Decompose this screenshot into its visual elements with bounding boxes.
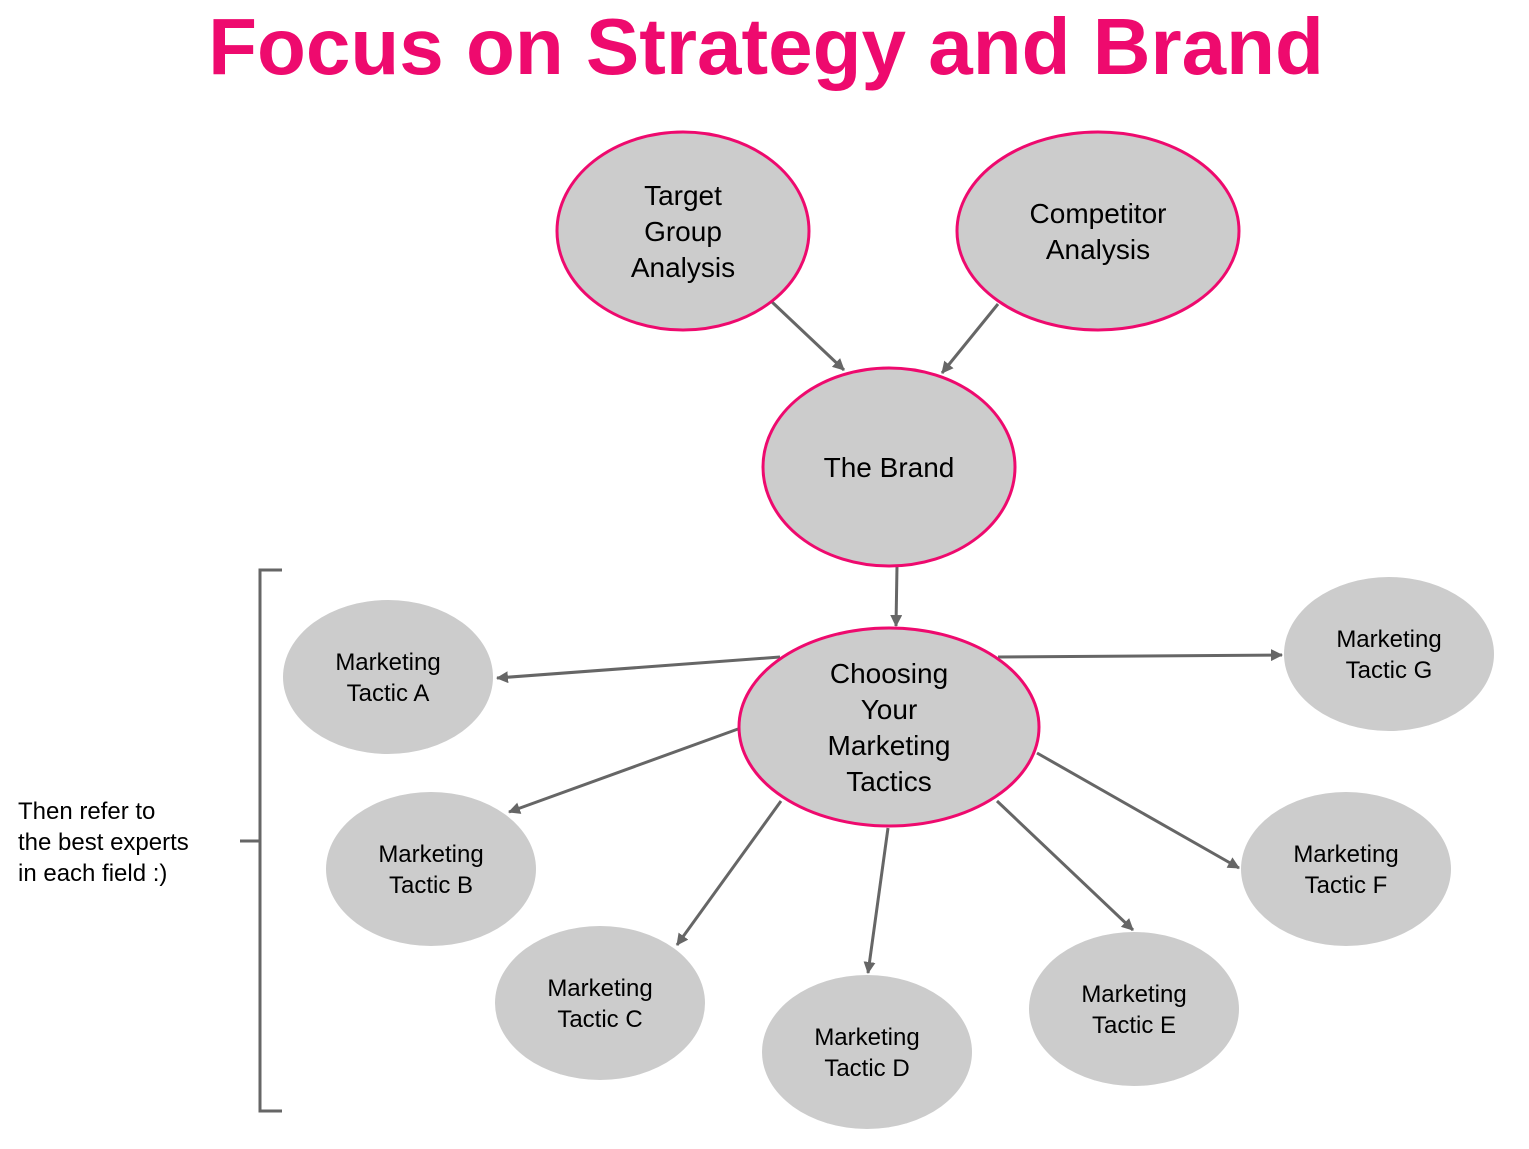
node-label-line: Marketing <box>814 1024 919 1051</box>
arrow-target-group-to-brand <box>770 300 846 372</box>
node-label-line: Tactic C <box>557 1006 642 1033</box>
node-shape <box>761 366 1017 568</box>
node-shape <box>555 130 811 332</box>
node-label-line: Tactic B <box>389 872 473 899</box>
node-label-line: Marketing <box>828 730 951 761</box>
arrow-choosing-to-tactic-d <box>863 827 890 974</box>
node-shape <box>326 792 536 946</box>
node-shape <box>1029 932 1239 1086</box>
node-label-line: Target <box>644 180 722 211</box>
arrow-choosing-to-tactic-b <box>508 727 739 814</box>
arrow-choosing-to-tactic-e <box>995 799 1135 932</box>
node-label-line: Tactic F <box>1305 872 1388 899</box>
note-line-2: the best experts <box>18 829 189 856</box>
node-shape <box>1284 577 1494 731</box>
node-shape <box>495 926 705 1080</box>
page-title: Focus on Strategy and Brand <box>208 2 1324 91</box>
node-label-line: Tactic G <box>1346 657 1433 684</box>
node-label-line: Group <box>644 216 722 247</box>
note-text: Then refer to the best experts in each f… <box>18 798 189 887</box>
arrow-competitor-to-brand <box>940 303 1000 374</box>
node-label-line: Tactic D <box>824 1055 909 1082</box>
arrow-choosing-to-tactic-c <box>675 800 783 946</box>
node-label-line: Marketing <box>547 975 652 1002</box>
node-label-line: Marketing <box>378 841 483 868</box>
note-line-1: Then refer to <box>18 798 155 825</box>
arrow-choosing-to-tactic-f <box>1036 751 1240 870</box>
node-label-line: Marketing <box>335 649 440 676</box>
node-label-line: Tactic E <box>1092 1012 1176 1039</box>
node-label-line: Analysis <box>1046 234 1150 265</box>
node-label-line: Competitor <box>1030 198 1167 229</box>
node-shape <box>1241 792 1451 946</box>
node-label-line: Marketing <box>1293 841 1398 868</box>
node-brand: The Brand <box>761 366 1017 568</box>
arrow-choosing-to-tactic-g <box>997 649 1283 662</box>
arrow-choosing-to-tactic-a <box>496 655 781 684</box>
node-label-line: Marketing <box>1336 626 1441 653</box>
node-shape <box>762 975 972 1129</box>
arrow-brand-to-choosing <box>890 565 903 627</box>
node-label-line: Tactics <box>846 766 932 797</box>
bracket <box>240 568 282 1113</box>
node-label-line: Tactic A <box>347 680 430 707</box>
node-shape <box>737 626 1041 828</box>
node-label-line: Marketing <box>1081 981 1186 1008</box>
node-shape <box>283 600 493 754</box>
note-line-3: in each field :) <box>18 860 167 887</box>
node-label-line: The Brand <box>824 452 955 483</box>
edges-layer <box>496 300 1283 974</box>
node-label-line: Your <box>861 694 918 725</box>
nodes-layer: TargetGroupAnalysisCompetitorAnalysisThe… <box>283 130 1494 1129</box>
node-shape <box>955 130 1241 332</box>
node-label-line: Analysis <box>631 252 735 283</box>
node-label-line: Choosing <box>830 658 948 689</box>
